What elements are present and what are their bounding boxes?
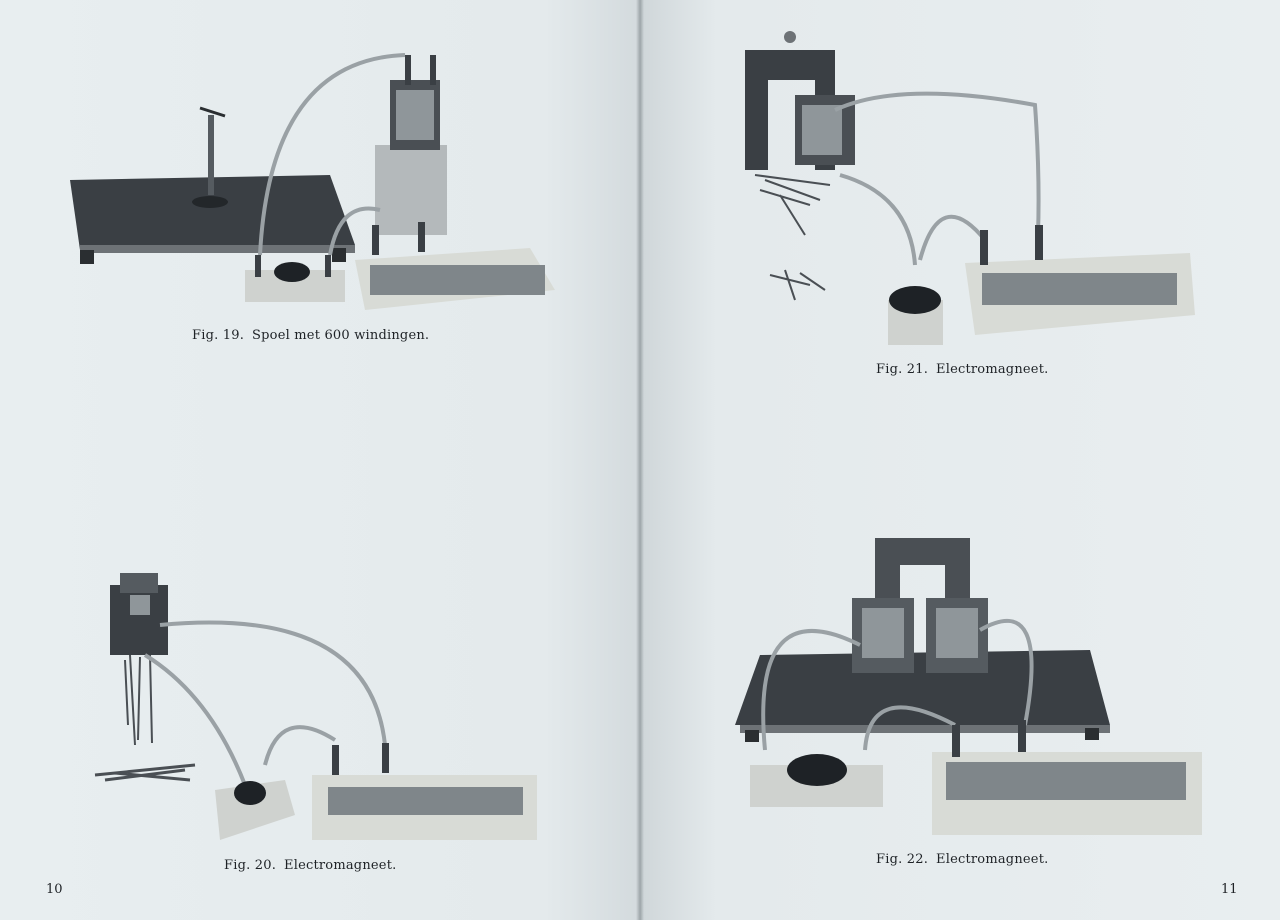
left-page	[0, 0, 640, 920]
fig-22-photo	[730, 530, 1210, 840]
fig-21-number: Fig. 21.	[876, 362, 929, 377]
fig-22-text: Electromagneet.	[936, 852, 1049, 867]
fig-19-text: Spoel met 600 windingen.	[252, 328, 430, 343]
fig-21-caption: Fig. 21. Electromagneet.	[876, 362, 1048, 377]
fig-22-caption: Fig. 22. Electromagneet.	[876, 852, 1048, 867]
fig-21-photo	[740, 25, 1210, 355]
fig-21-text: Electromagneet.	[936, 362, 1049, 377]
fig-20-caption: Fig. 20. Electromagneet.	[224, 858, 396, 873]
book-gutter	[636, 0, 644, 920]
fig-20-photo	[90, 565, 550, 845]
page-number-right: 11	[1221, 882, 1238, 897]
page-number-left: 10	[46, 882, 63, 897]
fig-22-number: Fig. 22.	[876, 852, 929, 867]
fig-19-number: Fig. 19.	[192, 328, 245, 343]
fig-20-number: Fig. 20.	[224, 858, 277, 873]
fig-19-caption: Fig. 19. Spoel met 600 windingen.	[192, 328, 429, 343]
fig-20-text: Electromagneet.	[284, 858, 397, 873]
fig-19-photo	[60, 20, 570, 320]
